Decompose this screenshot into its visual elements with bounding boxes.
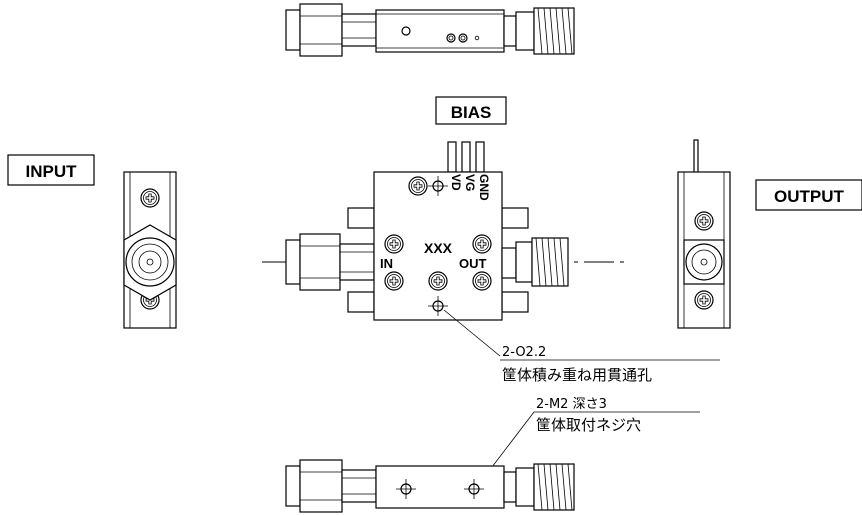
bias-label: BIAS (435, 96, 507, 125)
input-side-view (123, 171, 177, 329)
main-front-view: XXX IN OUT GND VG VD (262, 141, 628, 321)
bias-pin-icon (447, 141, 485, 173)
pin-vd-label: VD (449, 174, 463, 191)
svg-text:筐体取付ネジ穴: 筐体取付ネジ穴 (536, 416, 641, 434)
svg-text:2-M2 深さ3: 2-M2 深さ3 (536, 397, 607, 412)
through-hole-callout: 2-O2.2 筐体積み重ね用貫通孔 (443, 309, 720, 384)
output-label: OUTPUT (755, 179, 862, 211)
thread-lines-top (537, 7, 573, 55)
model-label: XXX (424, 240, 453, 256)
svg-text:筐体積み重ね用貫通孔: 筐体積み重ね用貫通孔 (502, 366, 652, 384)
svg-text:INPUT: INPUT (26, 162, 78, 181)
input-label: INPUT (7, 154, 95, 186)
top-view (285, 3, 575, 57)
svg-text:BIAS: BIAS (451, 103, 492, 122)
port-in-label: IN (380, 256, 393, 271)
svg-text:2-O2.2: 2-O2.2 (502, 345, 546, 360)
pin-gnd-label: GND (477, 174, 491, 201)
pin-vg-label: VG (463, 174, 477, 191)
sma-connector-icon (285, 233, 375, 291)
thread-lines-front (535, 237, 565, 287)
port-out-label: OUT (459, 256, 487, 271)
output-side-view (677, 139, 731, 329)
tap-hole-callout: 2-M2 深さ3 筐体取付ネジ穴 (475, 397, 700, 489)
svg-text:OUTPUT: OUTPUT (774, 187, 845, 206)
bottom-view (285, 459, 575, 513)
